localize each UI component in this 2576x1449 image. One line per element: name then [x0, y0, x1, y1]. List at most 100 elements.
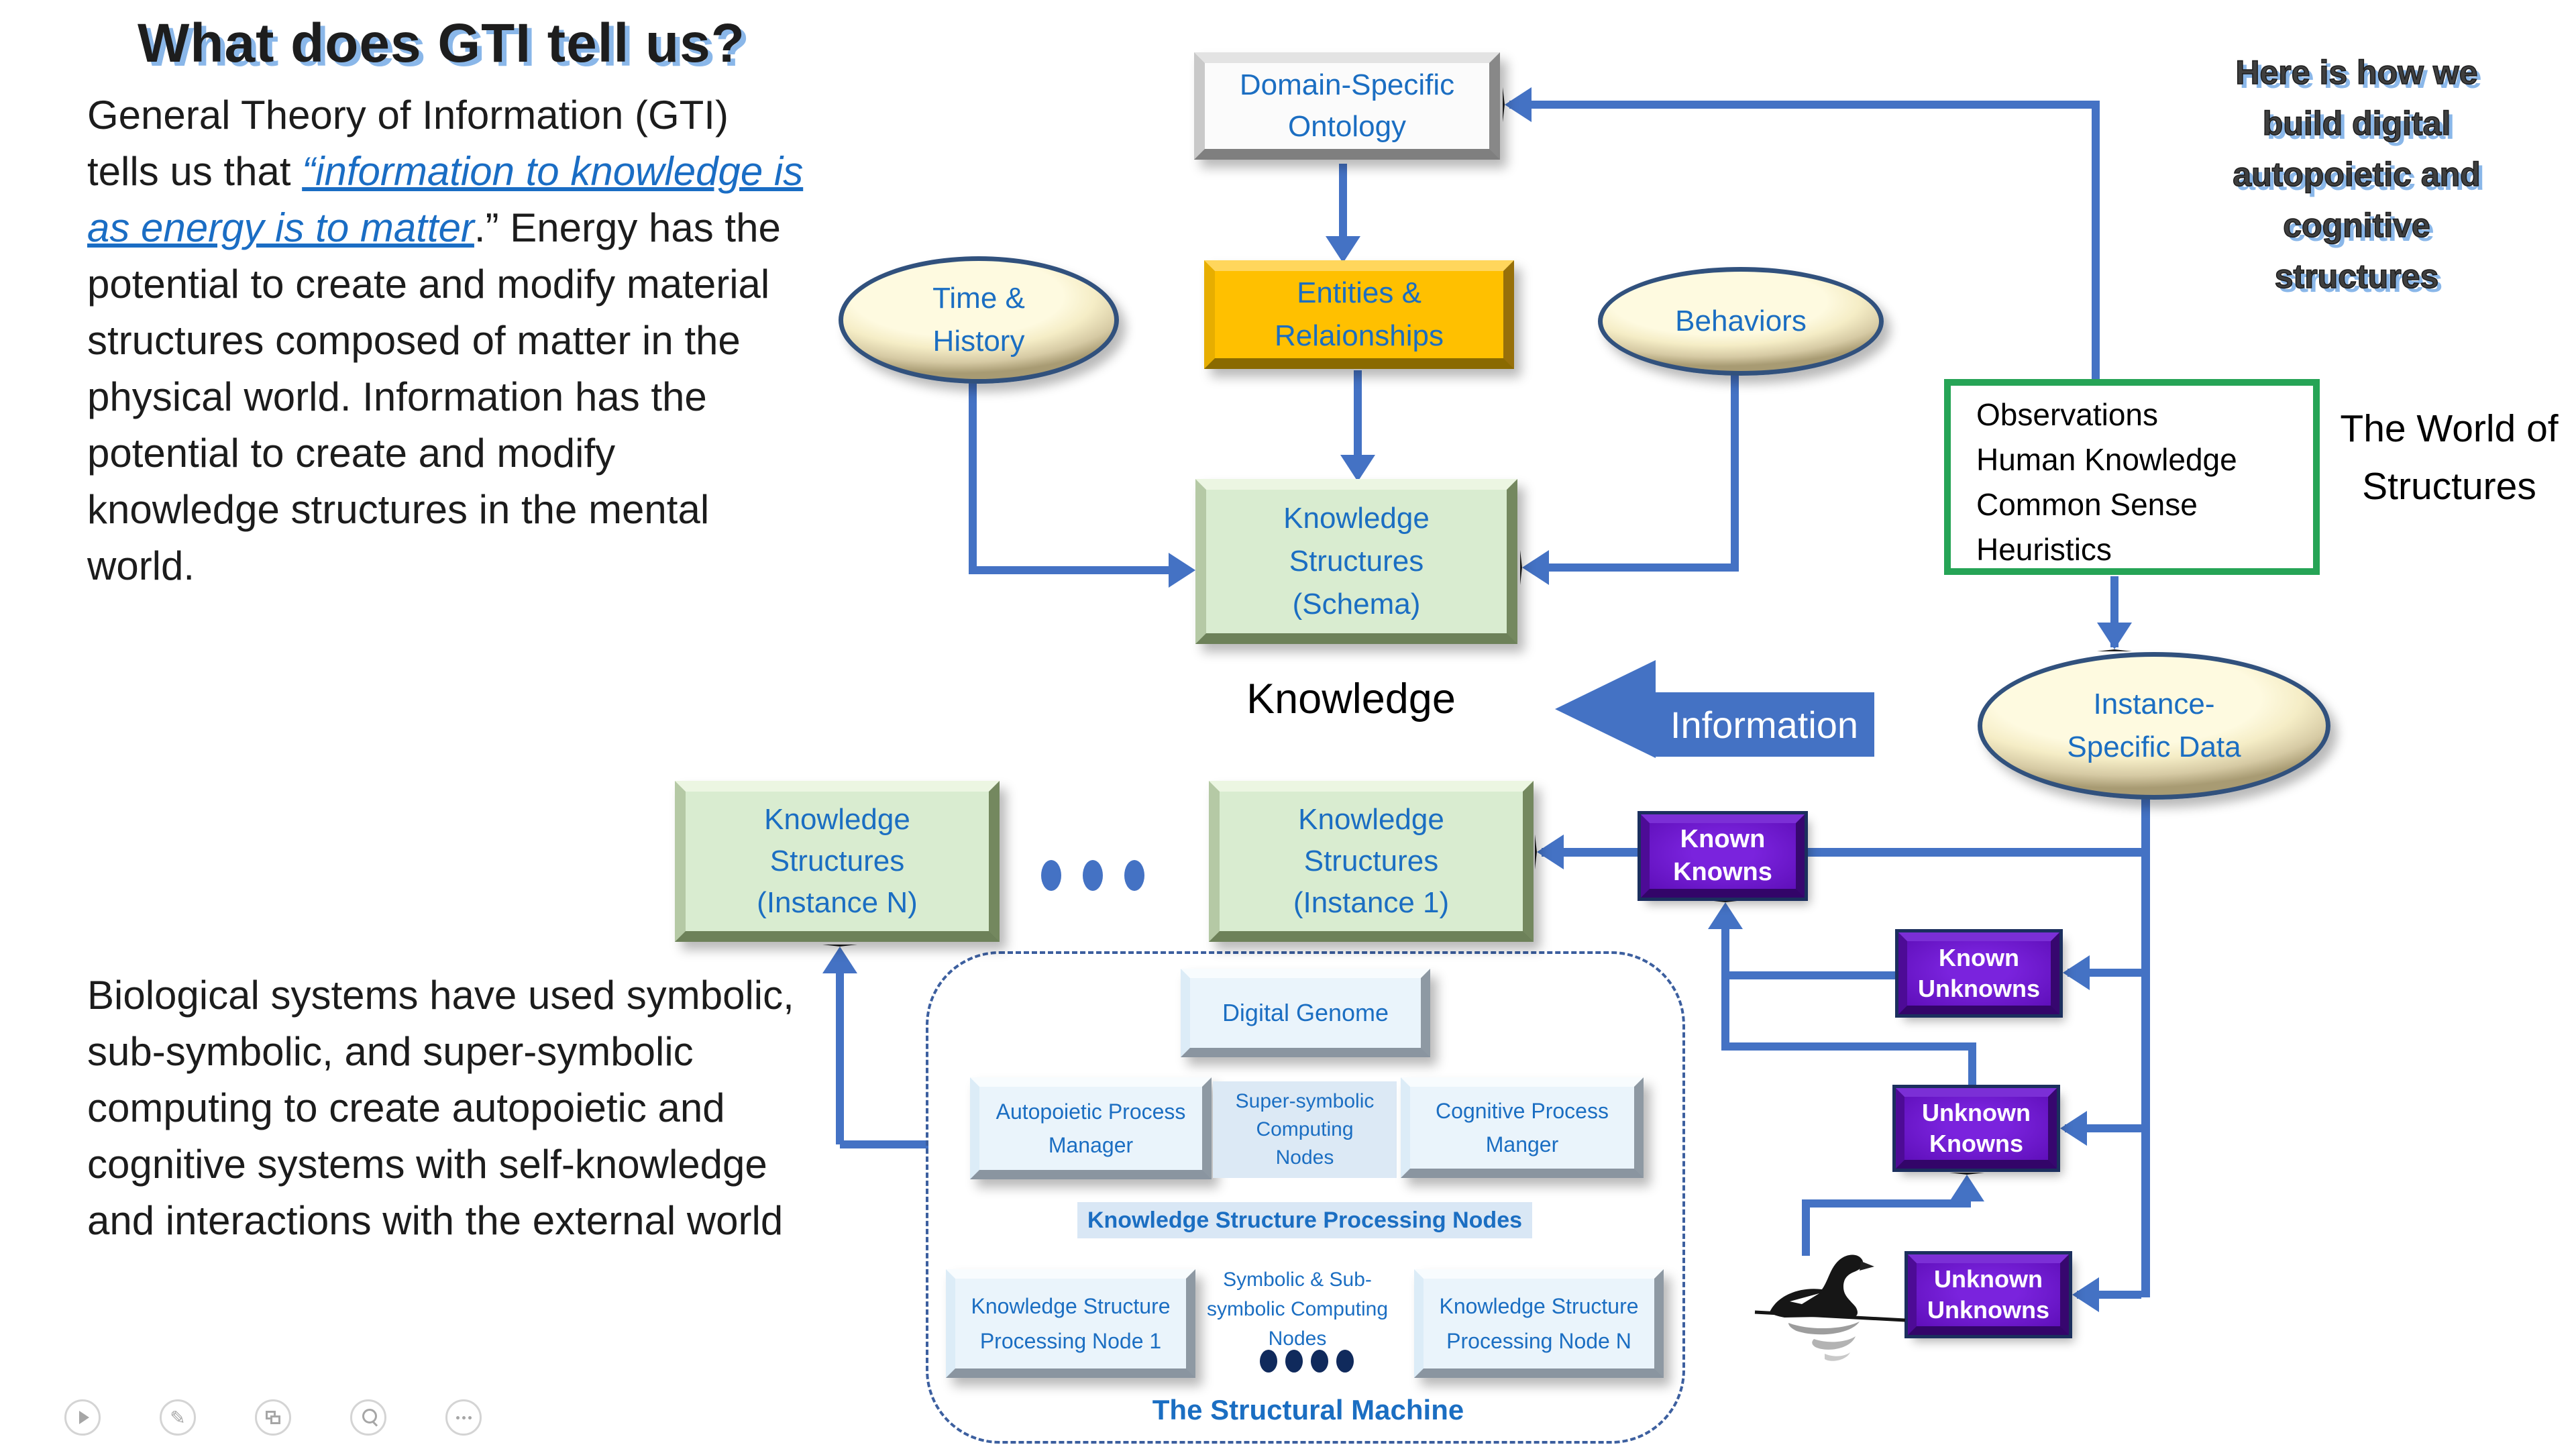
node-label: Knowledge Structures (Instance N)	[757, 803, 918, 919]
observations-line: Common Sense	[1976, 487, 2198, 522]
arrowhead-right-icon	[1169, 553, 1197, 588]
connector-world-ontology-h	[1509, 101, 2100, 109]
processing-nodes-banner: Knowledge Structure Processing Nodes	[1077, 1202, 1532, 1238]
node-label: Unknown Unknowns	[1927, 1265, 2049, 1324]
presenter-slides-button[interactable]	[255, 1399, 291, 1436]
knowledge-label: Knowledge	[1246, 676, 1456, 722]
ellipsis-dot-icon	[1124, 860, 1144, 891]
information-arrow: Information	[1654, 692, 1874, 757]
structural-machine-container	[926, 951, 1685, 1444]
information-arrow-label: Information	[1670, 703, 1859, 746]
node-label: Super-symbolic Computing Nodes	[1235, 1090, 1375, 1169]
arrowhead-up-icon	[822, 945, 857, 973]
structural-machine-caption: The Structural Machine	[1152, 1394, 1464, 1426]
node-label: Cognitive Process Manger	[1436, 1099, 1609, 1157]
connector-knownknowns-instance1	[1542, 848, 2141, 857]
node-entities-relationships[interactable]: Entities & Relaionships	[1204, 260, 1514, 369]
slide-title: What does GTI tell us?	[138, 13, 745, 74]
banner-label: Knowledge Structure Processing Nodes	[1087, 1207, 1523, 1233]
connector-ontology-entities	[1339, 164, 1347, 239]
arrowhead-down-icon	[1326, 236, 1360, 265]
observations-line: Human Knowledge	[1976, 442, 2237, 477]
connector-world-ontology-v	[2092, 101, 2100, 380]
connector-behaviors-schema-h	[1547, 564, 1739, 572]
arrowhead-left-icon	[2061, 955, 2090, 990]
connector-behaviors-schema-v	[1731, 368, 1739, 570]
node-knowledge-structures-instance-1[interactable]: Knowledge Structures (Instance 1)	[1209, 781, 1534, 942]
node-instance-specific-data[interactable]: Instance-Specific Data	[1978, 652, 2330, 800]
connector-trunk	[2141, 790, 2150, 1297]
connector-entities-schema	[1354, 370, 1362, 455]
magnifier-icon	[362, 1409, 377, 1424]
connector-timehistory-schema-h	[969, 566, 1177, 574]
connector-unknownknowns-up-v	[1968, 1046, 1976, 1089]
arrowhead-left-icon	[1535, 835, 1564, 869]
ellipsis-dot-icon	[1260, 1350, 1277, 1373]
arrowhead-down-icon	[2097, 623, 2132, 651]
node-label: Known Unknowns	[1917, 943, 2040, 1002]
node-unknown-knowns[interactable]: Unknown Knowns	[1896, 1088, 2057, 1169]
node-processing-node-1[interactable]: Knowledge Structure Processing Node 1	[946, 1269, 1195, 1378]
node-behaviors[interactable]: Behaviors	[1598, 267, 1884, 376]
node-knowledge-structures-instance-n[interactable]: Knowledge Structures (Instance N)	[675, 781, 1000, 942]
observations-line: Observations	[1976, 397, 2159, 432]
node-observations[interactable]: Observations Human Knowledge Common Sens…	[1944, 379, 2320, 575]
side-note: Here is how we build digital autopoietic…	[2233, 53, 2481, 296]
ellipsis-dot-icon	[1336, 1350, 1354, 1373]
arrowhead-left-icon	[1503, 87, 1532, 122]
intro-text-pre: General Theory of Information (GTI) tell…	[87, 93, 729, 194]
presenter-zoom-button[interactable]	[350, 1399, 386, 1436]
node-autopoietic-process-manager[interactable]: Autopoietic Process Manager	[970, 1077, 1212, 1179]
arrowhead-up-icon	[1949, 1173, 1984, 1201]
arrowhead-down-icon	[1340, 455, 1375, 484]
observations-line: Heuristics	[1976, 532, 2112, 567]
node-known-knowns[interactable]: Known Knowns	[1641, 814, 1805, 898]
connector-knownunknowns-up-v	[1721, 927, 1729, 1046]
node-processing-node-n[interactable]: Knowledge Structure Processing Node N	[1414, 1269, 1664, 1378]
information-arrow-head	[1555, 660, 1656, 758]
arrowhead-left-icon	[2070, 1277, 2099, 1312]
node-super-symbolic-computing[interactable]: Super-symbolic Computing Nodes	[1213, 1081, 1397, 1178]
gti-quote-link[interactable]: “information to knowledge is as energy i…	[87, 149, 804, 250]
arrowhead-left-icon	[1520, 550, 1549, 585]
play-icon	[78, 1411, 89, 1424]
ellipsis-dot-icon	[1285, 1350, 1303, 1373]
node-knowledge-structures-schema[interactable]: Knowledge Structures (Schema)	[1195, 479, 1517, 644]
node-known-unknowns[interactable]: Known Unknowns	[1898, 932, 2059, 1014]
node-label: Knowledge Structure Processing Node N	[1439, 1294, 1639, 1353]
node-label: Unknown Knowns	[1922, 1098, 2031, 1157]
presenter-play-button[interactable]	[64, 1399, 101, 1436]
arrowhead-up-icon	[1708, 900, 1743, 929]
ellipsis-dot-icon	[1311, 1350, 1328, 1373]
node-label: Knowledge Structures (Schema)	[1283, 502, 1430, 621]
world-of-structures-label: The World of Structures	[2340, 407, 2559, 508]
bio-paragraph: Biological systems have used symbolic, s…	[87, 973, 794, 1243]
node-digital-genome[interactable]: Digital Genome	[1181, 969, 1430, 1057]
node-cognitive-process-manager[interactable]: Cognitive Process Manger	[1401, 1077, 1644, 1178]
pen-icon: ✎	[170, 1407, 186, 1428]
node-label: Autopoietic Process Manager	[996, 1099, 1186, 1157]
arrowhead-left-icon	[2058, 1111, 2087, 1146]
intro-paragraph: General Theory of Information (GTI) tell…	[87, 87, 808, 594]
presenter-more-button[interactable]	[445, 1399, 482, 1436]
node-time-history[interactable]: Time & History	[839, 256, 1119, 384]
node-label: Knowledge Structures (Instance 1)	[1293, 803, 1450, 919]
connector-swan-up-v	[1802, 1203, 1810, 1256]
node-label: Entities & Relaionships	[1275, 276, 1444, 352]
connector-unknownknowns-up-h	[1721, 1042, 1976, 1051]
node-label: Time & History	[932, 282, 1025, 358]
connector-swan-up-h	[1802, 1199, 1971, 1208]
connector-machine-instanceN-v	[836, 971, 844, 1144]
node-label: Known Knowns	[1673, 825, 1772, 886]
black-swan-icon	[1754, 1254, 1906, 1361]
node-domain-specific-ontology[interactable]: Domain-Specific Ontology	[1194, 52, 1500, 160]
node-label: Instance-Specific Data	[2067, 688, 2241, 763]
connector-timehistory-schema-v	[969, 376, 977, 570]
presenter-pen-button[interactable]: ✎	[160, 1399, 196, 1436]
connector-knownunknowns-up-h	[1725, 971, 1898, 979]
node-label: Domain-Specific Ontology	[1239, 68, 1455, 143]
slides-icon	[266, 1411, 280, 1424]
node-label: Digital Genome	[1222, 999, 1389, 1026]
node-unknown-unknowns[interactable]: Unknown Unknowns	[1908, 1254, 2069, 1335]
